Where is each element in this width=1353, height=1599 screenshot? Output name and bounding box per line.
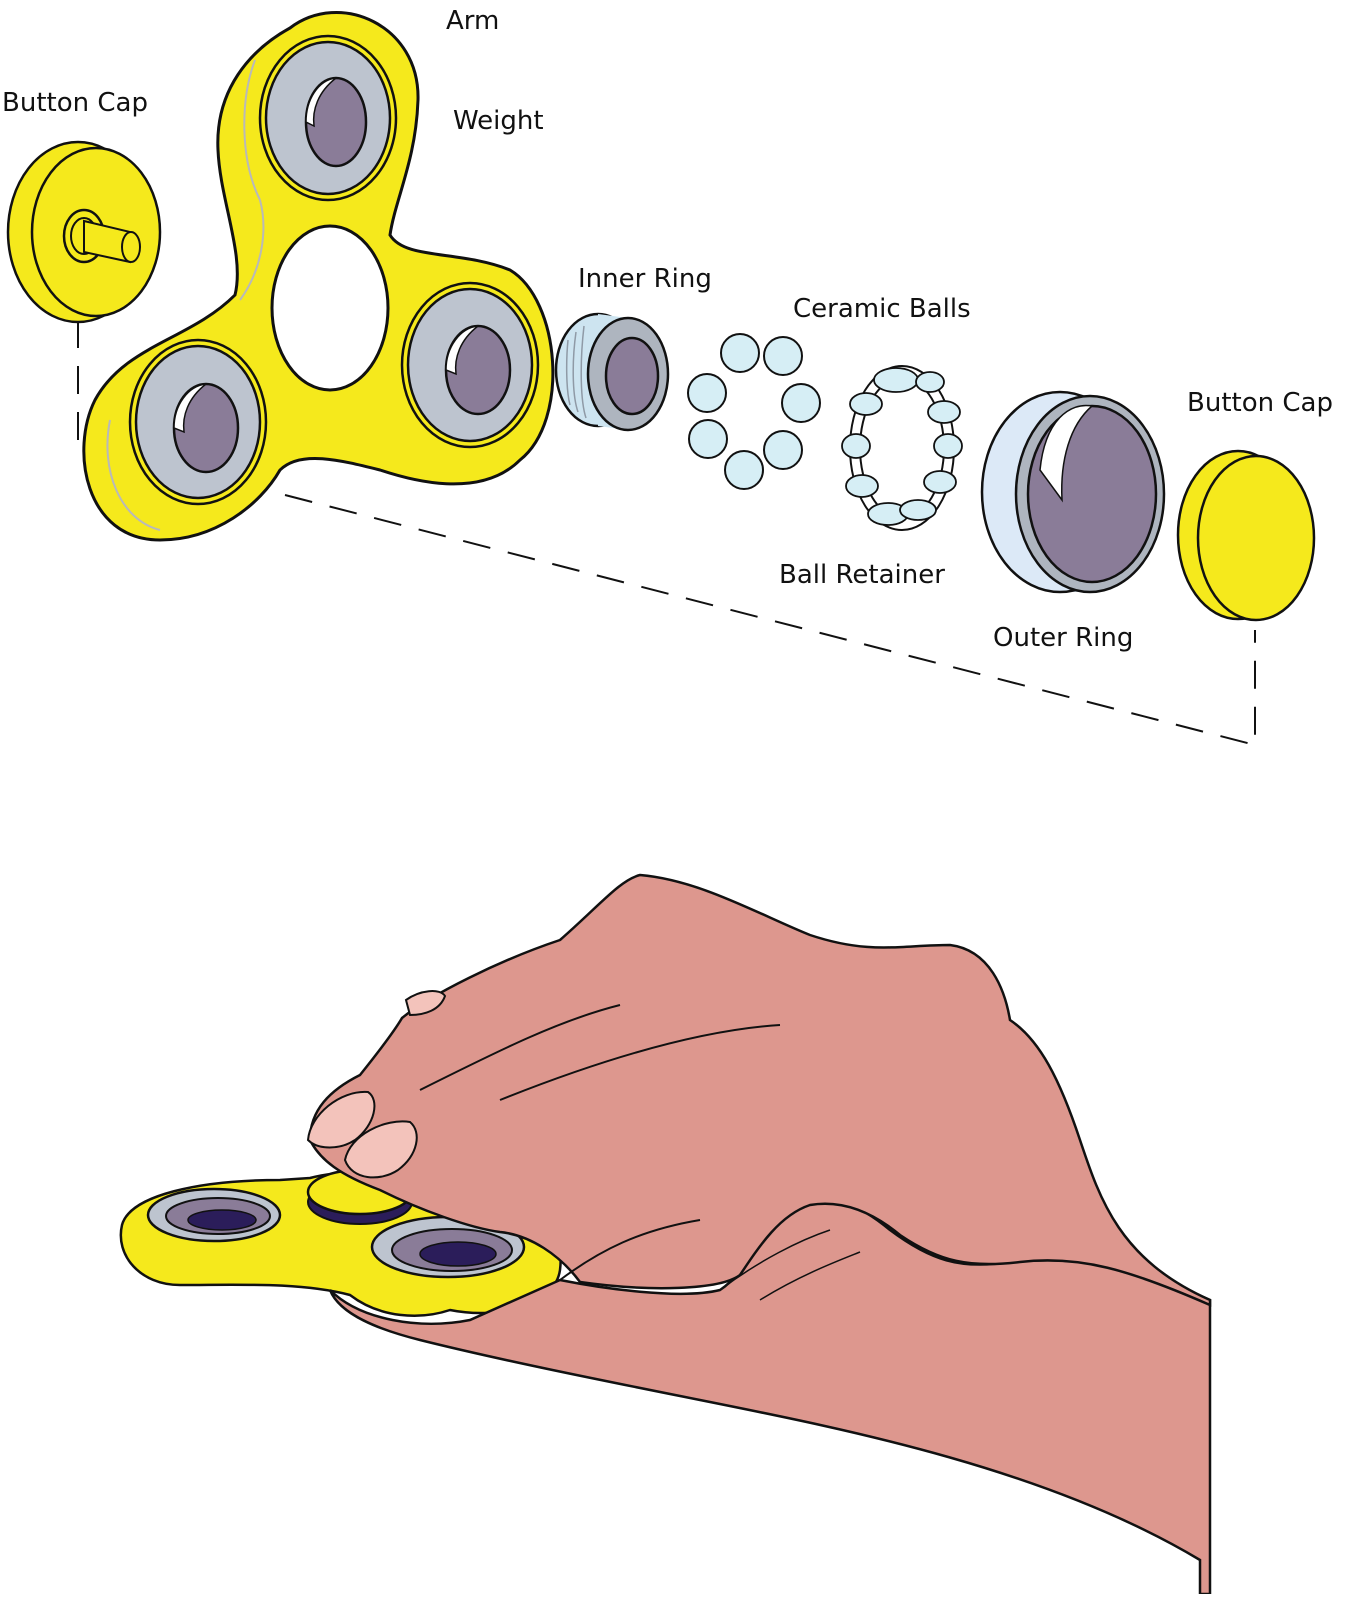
inner-ring-part — [554, 312, 670, 432]
label-outer-ring: Outer Ring — [993, 623, 1134, 653]
ball-retainer-part — [841, 365, 963, 531]
button-cap-right-part — [1176, 449, 1316, 622]
label-ball-retainer: Ball Retainer — [779, 560, 945, 590]
label-weight: Weight — [453, 106, 544, 136]
label-button-cap-left: Button Cap — [2, 88, 148, 118]
ceramic-balls-part — [687, 333, 821, 490]
spinner-arm-body — [82, 11, 555, 542]
label-ceramic-balls: Ceramic Balls — [793, 294, 971, 324]
button-cap-left-part — [6, 140, 162, 324]
label-arm: Arm — [446, 6, 500, 36]
label-button-cap-right: Button Cap — [1187, 388, 1333, 418]
assembly-dashed-line — [77, 320, 1256, 747]
hand-with-spinner — [119, 873, 1212, 1596]
label-inner-ring: Inner Ring — [578, 264, 712, 294]
outer-ring-part — [980, 390, 1166, 594]
